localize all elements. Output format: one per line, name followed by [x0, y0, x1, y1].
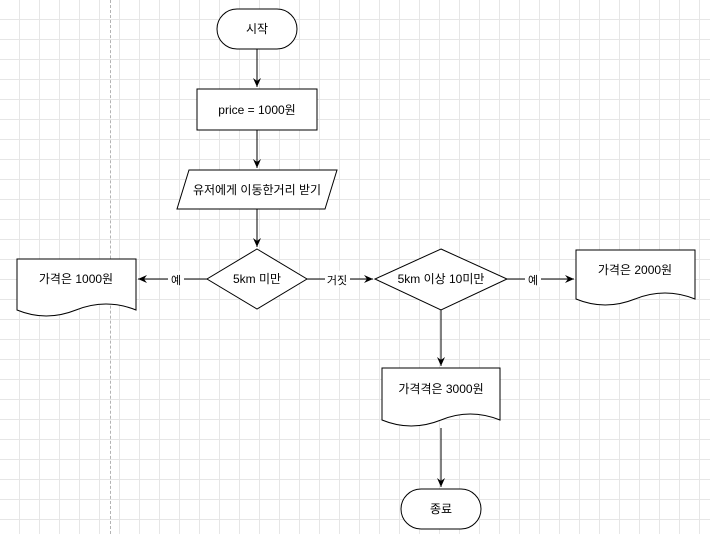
input-distance-parallelogram[interactable]: 유저에게 이동한거리 받기 [176, 169, 338, 210]
edge-label-range-yes: 예 [528, 274, 538, 287]
document-price-3000[interactable]: 가격격은 3000원 [381, 367, 501, 427]
price-2000-label: 가격은 2000원 [598, 263, 672, 277]
init-price-label: price = 1000원 [218, 103, 295, 117]
document-price-2000[interactable]: 가격은 2000원 [575, 249, 696, 306]
decision-under-5km-label: 5km 미만 [233, 272, 281, 286]
edge-label-bg-under5-yes [168, 271, 184, 287]
edge-label-under5-yes: 예 [171, 274, 181, 287]
edges [138, 49, 574, 487]
start-terminator[interactable]: 시작 [216, 8, 298, 50]
end-label: 종료 [430, 502, 452, 516]
decision-under-5km[interactable]: 5km 미만 [206, 248, 308, 310]
edge-label-bg-under5-no [325, 271, 350, 287]
init-price-process[interactable]: price = 1000원 [196, 88, 318, 131]
end-terminator[interactable]: 종료 [400, 488, 482, 530]
price-3000-label: 가격격은 3000원 [398, 382, 483, 396]
edge-labels: 예 거짓 예 [168, 271, 541, 287]
input-distance-label: 유저에게 이동한거리 받기 [193, 183, 321, 197]
decision-5-to-10km[interactable]: 5km 이상 10미만 [373, 248, 509, 311]
decision-5-to-10km-label: 5km 이상 10미만 [398, 272, 485, 286]
edge-label-bg-range-yes [525, 271, 541, 287]
edge-label-under5-no: 거짓 [327, 274, 347, 287]
document-price-1000[interactable]: 가격은 1000원 [16, 258, 137, 317]
price-1000-label: 가격은 1000원 [39, 272, 113, 286]
start-label: 시작 [246, 22, 268, 36]
